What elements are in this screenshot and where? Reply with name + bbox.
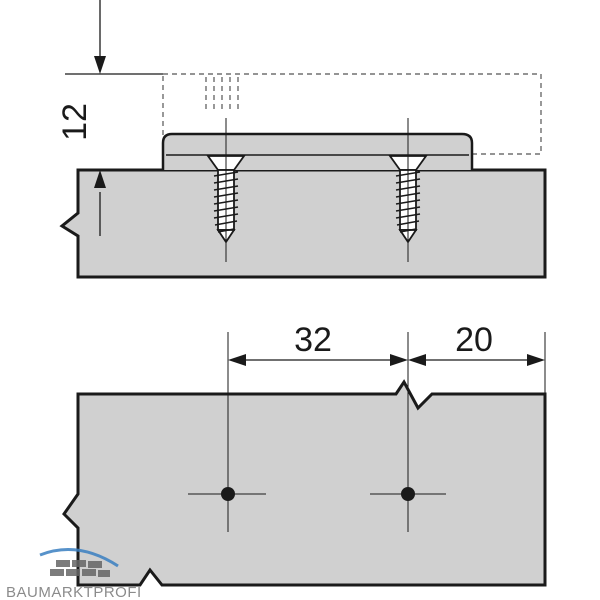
height-dimension-label: 12 xyxy=(56,103,94,141)
drill-hole-1 xyxy=(221,487,235,501)
side-view: 12 xyxy=(56,0,547,279)
drill-hole-2 xyxy=(401,487,415,501)
logo-text: BAUMARKTPROFI xyxy=(6,584,142,600)
logo-bricks-icon xyxy=(50,560,110,577)
hinge-arm-dashed-outline xyxy=(162,73,542,155)
edge-offset-label: 20 xyxy=(455,321,493,359)
panel-plan xyxy=(62,379,547,587)
edge-offset-dimension xyxy=(408,354,545,366)
mounting-plate xyxy=(161,132,474,170)
logo-roof-icon xyxy=(39,548,119,568)
hole-spacing-label: 32 xyxy=(294,321,332,359)
plan-view: 32 20 xyxy=(62,321,547,587)
side-panel-section xyxy=(59,168,547,279)
baumarktprofi-logo: BAUMARKTPROFI xyxy=(6,548,142,600)
hole-spacing-dimension xyxy=(228,354,408,366)
height-dimension xyxy=(65,0,163,236)
